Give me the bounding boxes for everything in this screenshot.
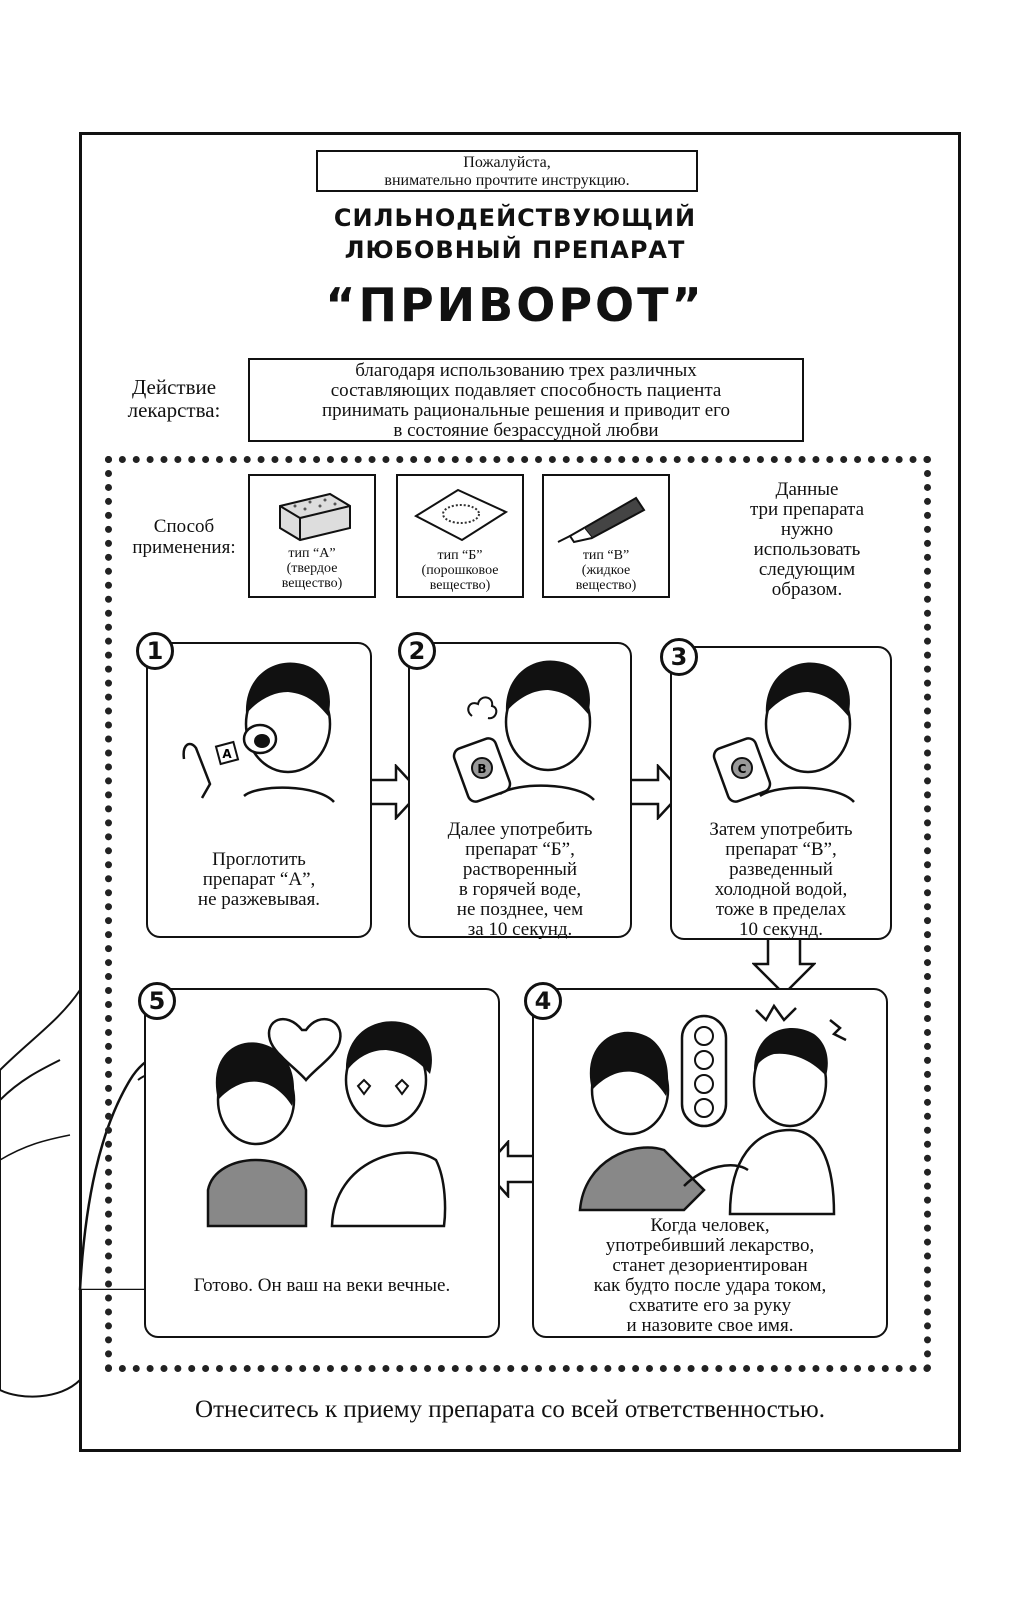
man-drinking-cold-illustration: C (712, 662, 855, 803)
liquid-tube-icon (557, 496, 646, 544)
step-text-line: тоже в пределах (715, 899, 847, 920)
cup-letter: C (738, 762, 747, 776)
usage-note-line: нужно (780, 519, 834, 540)
notice-line: Пожалуйста, (463, 154, 551, 171)
dotted-frame (105, 456, 931, 1372)
action-text-line: составляющих подавляет способность пацие… (330, 380, 722, 401)
notice-line: внимательно прочтите инструкцию. (384, 172, 630, 189)
product-name: “ПРИВОРОТ” (325, 278, 705, 332)
arrow-down-icon (752, 934, 816, 996)
title-line: ЛЮБОВНЫЙ ПРЕПАРАТ (344, 236, 686, 264)
step-text-line: Готово. Он ваш на веки вечные. (193, 1275, 451, 1296)
notice-box: Пожалуйста, внимательно прочтите инструк… (316, 150, 698, 192)
type-caption-line: тип “А” (288, 546, 336, 561)
step-text-line: не позднее, чем (456, 899, 584, 920)
step-text-line: 10 секунд. (739, 919, 823, 940)
action-text-line: благодаря использованию трех различных (355, 360, 697, 381)
method-label-line: Способ (153, 516, 215, 537)
usage-note-line: следующим (758, 559, 856, 580)
method-label-line: применения: (132, 537, 236, 558)
step-text-line: препарат “В”, (725, 839, 837, 860)
usage-note: Данные три препарата нужно использовать … (714, 480, 900, 600)
type-caption-line: тип “В” (582, 548, 630, 563)
type-caption-line: вещество) (429, 578, 491, 593)
step-panel-1: A Проглотить препарат “А”, не разжевывая… (146, 642, 372, 938)
usage-note-line: три препарата (749, 499, 865, 520)
title-line: СИЛЬНОДЕЙСТВУЮЩИЙ (333, 204, 697, 232)
happy-couple-illustration (206, 1018, 447, 1228)
action-description-box: благодаря использованию трех различных с… (248, 358, 804, 442)
type-c-box: тип “В” (жидкое вещество) (542, 474, 670, 598)
step-text-line: холодной водой, (714, 879, 848, 900)
cup-letter: B (477, 762, 486, 776)
usage-note-line: использовать (753, 539, 861, 560)
type-caption-line: (порошковое (421, 563, 499, 578)
step-panel-5: Готово. Он ваш на веки вечные. (144, 988, 500, 1338)
action-text-line: принимать рациональные решения и приводи… (321, 400, 731, 421)
step-text-line: не разжевывая. (197, 889, 321, 910)
step-text-line: в горячей воде, (458, 879, 582, 900)
action-text-line: в состояние безрассудной любви (393, 420, 659, 441)
step-text-line: станет дезориентирован (612, 1255, 808, 1276)
step-text-line: Затем употребить (709, 819, 853, 840)
step-text-line: употребивший лекарство, (605, 1235, 815, 1256)
step-panel-2: B Далее употребить препарат “Б”, раствор… (408, 642, 632, 940)
step-text-line: растворенный (462, 859, 578, 880)
type-b-box: тип “Б” (порошковое вещество) (396, 474, 524, 598)
step-text-line: за 10 секунд. (467, 919, 573, 940)
step-panel-3: C Затем употребить препарат “В”, разведе… (670, 646, 892, 940)
step-text-line: и назовите свое имя. (626, 1315, 794, 1336)
step-text-line: Когда человек, (650, 1215, 770, 1236)
type-caption-line: (твердое (286, 561, 338, 576)
step-number-4: 4 (524, 982, 562, 1020)
action-label-line: лекарства: (127, 398, 221, 422)
type-caption-line: тип “Б” (437, 548, 483, 563)
step-text-line: разведенный (729, 859, 833, 880)
step-text-line: препарат “А”, (202, 869, 316, 890)
step-panel-4: Когда человек, употребивший лекарство, с… (532, 988, 888, 1338)
action-label: Действие лекарства: (104, 376, 244, 422)
solid-block-icon (279, 492, 351, 542)
method-label: Способ применения: (118, 516, 250, 558)
usage-note-line: образом. (771, 579, 843, 600)
step-number-5: 5 (138, 982, 176, 1020)
type-a-box: тип “А” (твердое вещество) (248, 474, 376, 598)
usage-note-line: Данные (775, 479, 839, 500)
final-note: Отнеситесь к приему препарата со всей от… (195, 1396, 825, 1423)
man-swallowing-illustration: A (182, 662, 335, 803)
step-text-line: как будто после удара током, (593, 1275, 827, 1296)
type-caption-line: вещество) (281, 576, 343, 591)
step-number-3: 3 (660, 638, 698, 676)
man-drinking-hot-illustration: B (452, 660, 595, 803)
step-number-1: 1 (136, 632, 174, 670)
pill-letter: A (222, 747, 232, 761)
type-caption-line: вещество) (575, 578, 637, 593)
step-text-line: Проглотить (212, 849, 306, 870)
handshake-illustration (578, 1003, 847, 1216)
type-caption-line: (жидкое (581, 563, 631, 578)
step-number-2: 2 (398, 632, 436, 670)
powder-paper-icon (413, 488, 509, 542)
action-label-line: Действие (131, 375, 217, 399)
step-text-line: Далее употребить (447, 819, 593, 840)
step-text-line: препарат “Б”, (465, 839, 575, 860)
step-text-line: схватите его за руку (628, 1295, 792, 1316)
